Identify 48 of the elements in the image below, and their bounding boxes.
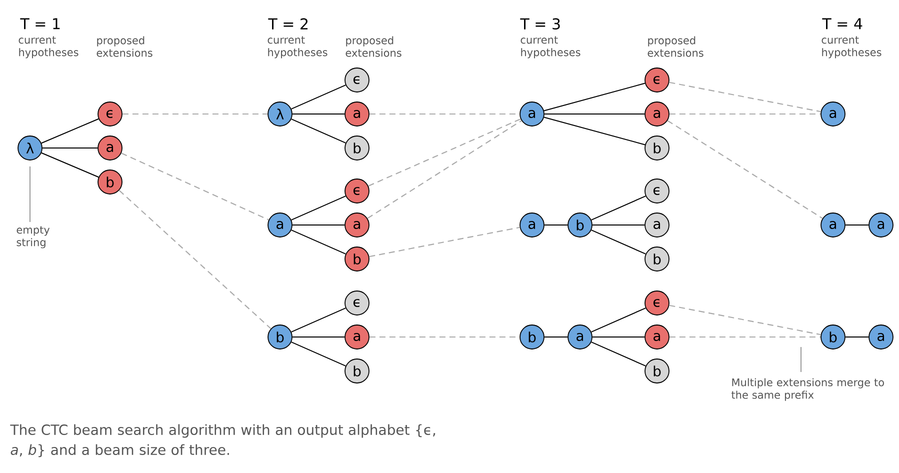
dashed-line <box>122 113 268 115</box>
dashed-line <box>121 152 269 220</box>
line <box>290 84 346 110</box>
dashed-line <box>368 118 521 186</box>
line <box>544 116 646 146</box>
line <box>590 230 646 254</box>
dashed-line <box>669 113 821 115</box>
annotation-text: Multiple extensions merge to the same prefix <box>731 378 884 401</box>
caption: The CTC beam search algorithm with an output alphabet {ϵ, a, b} and a beam size of three. <box>10 424 436 458</box>
column-heading: proposed extensions <box>346 36 402 57</box>
line <box>292 224 346 226</box>
column-heading: proposed extensions <box>96 36 152 57</box>
line <box>40 118 100 144</box>
dashed-line <box>669 82 821 112</box>
line <box>590 308 646 332</box>
line <box>544 82 646 112</box>
dashed-line <box>667 120 823 219</box>
line <box>592 336 646 338</box>
dashed-line <box>669 304 821 336</box>
time-step-heading: T = 1 <box>20 18 60 30</box>
dashed-line <box>118 190 272 330</box>
leader-line <box>800 346 802 372</box>
time-step-heading: T = 2 <box>268 18 308 30</box>
column-heading: current hypotheses <box>268 36 328 58</box>
line <box>590 342 646 366</box>
line <box>544 224 568 226</box>
line <box>290 308 346 332</box>
column-heading: current hypotheses <box>18 36 78 58</box>
column-heading: current hypotheses <box>822 36 882 58</box>
line <box>590 196 646 220</box>
time-step-heading: T = 4 <box>822 18 862 30</box>
line <box>544 336 568 338</box>
line <box>290 230 346 254</box>
line <box>592 224 646 226</box>
line <box>290 342 346 366</box>
column-heading: proposed extensions <box>648 36 704 57</box>
dashed-line <box>669 336 821 338</box>
line <box>844 224 870 226</box>
dashed-line <box>369 226 520 258</box>
time-step-heading: T = 3 <box>520 18 560 30</box>
dashed-line <box>367 120 522 219</box>
column-heading: current hypotheses <box>520 36 580 58</box>
line <box>40 152 100 178</box>
line <box>290 196 346 220</box>
line <box>290 118 346 144</box>
line <box>844 336 870 338</box>
annotation-text: empty string <box>16 226 50 248</box>
line <box>292 336 346 338</box>
